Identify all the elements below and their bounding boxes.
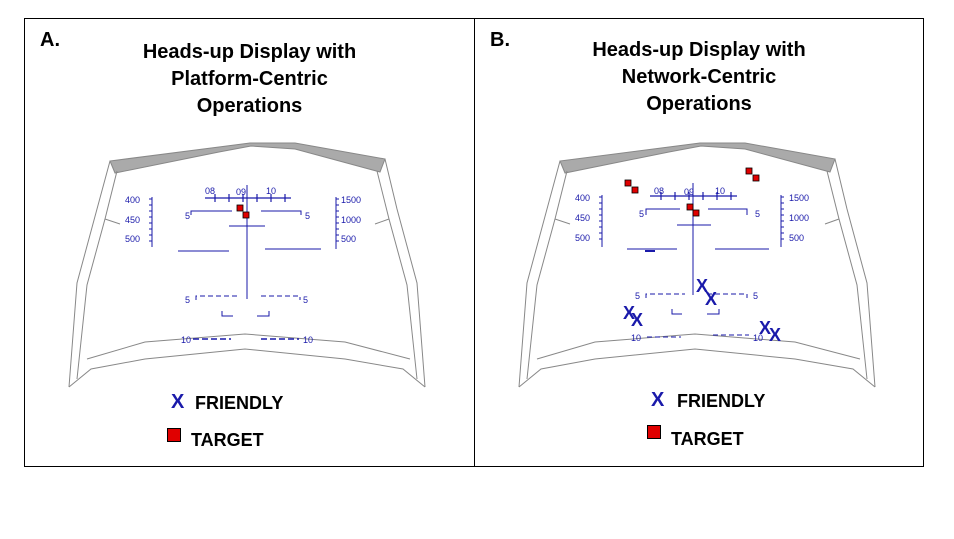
pitch-label: 10 [753,333,763,343]
left-scale-label: 500 [575,233,590,243]
right-altitude-scale [335,197,339,249]
pitch-label: 5 [635,291,640,301]
friendly-marker: X [705,289,717,309]
pitch-label: 5 [303,295,308,305]
friendly-marker: X [623,303,635,323]
target-marker [624,179,632,187]
panel-title-line-1: Heads-up Display with [592,39,806,61]
pitch-label: 5 [753,291,758,301]
friendly-marker: X [696,276,708,296]
cockpit-frame [68,142,426,388]
target-marker [752,174,760,182]
friendly-marker: X [769,325,781,345]
left-scale-label: 400 [125,195,140,205]
panel-label: B. [490,29,510,51]
legend-friendly-label: FRIENDLY [677,391,766,411]
right-scale-label: 500 [341,234,356,244]
left-scale-label: 500 [125,234,140,244]
panel-network-centric: B. Heads-up Display with Network-Centric… [474,18,924,467]
pitch-ladder [178,185,321,340]
target-marker [242,211,250,219]
cockpit-frame [518,142,876,388]
target-marker [745,167,753,175]
heading-tick-label: 08 [205,186,215,196]
left-scale-label: 450 [575,213,590,223]
panel-platform-centric: A. Heads-up Display with Platform-Centri… [24,18,475,467]
legend-target-icon [167,428,181,442]
legend-friendly-symbol: X [651,389,665,411]
right-scale-label: 1000 [341,215,361,225]
pitch-label: 10 [303,335,313,345]
heading-tick-label: 10 [715,186,725,196]
pitch-label: 5 [305,211,310,221]
pitch-label: 10 [181,335,191,345]
panel-title-line-2: Platform-Centric [171,68,328,90]
pitch-label: 10 [631,333,641,343]
friendly-marker: X [759,318,771,338]
target-marker [686,203,694,211]
friendly-marker: X [631,310,643,330]
heading-tick-label: 10 [266,186,276,196]
panel-title-line-3: Operations [196,95,303,117]
target-marker [236,204,244,212]
pitch-label: 5 [185,211,190,221]
left-scale-label: 450 [125,215,140,225]
left-speed-scale [149,197,153,247]
pitch-label: 5 [755,209,760,219]
panel-label: A. [40,29,60,51]
legend-target-label: TARGET [191,430,264,450]
heading-tick-label: 08 [654,186,664,196]
heading-tick-label: 09 [684,187,694,197]
legend-target-icon [647,425,661,439]
pitch-label: 5 [639,209,644,219]
panel-title-line-2: Network-Centric [621,66,777,88]
right-scale-label: 500 [789,233,804,243]
legend-target-label: TARGET [671,429,744,449]
legend-friendly-symbol: X [171,391,185,413]
right-scale-label: 1500 [341,195,361,205]
right-altitude-scale [780,195,784,247]
left-speed-scale [599,195,603,247]
target-marker [631,186,639,194]
hud-diagram: 08 09 10 400 450 500 1500 1000 500 [518,142,876,388]
heading-tick-label: 09 [236,187,246,197]
target-marker [692,209,700,217]
right-scale-label: 1000 [789,213,809,223]
left-scale-label: 400 [575,193,590,203]
panel-title-line-3: Operations [646,93,752,115]
right-scale-label: 1500 [789,193,809,203]
heading-scale [205,194,291,202]
legend-friendly-label: FRIENDLY [195,393,284,413]
panel-title-line-1: Heads-up Display with [142,41,357,63]
hud-diagram: 08 09 10 400 450 500 1500 1000 500 [68,142,426,388]
pitch-ladder [627,183,769,338]
pitch-label: 5 [185,295,190,305]
